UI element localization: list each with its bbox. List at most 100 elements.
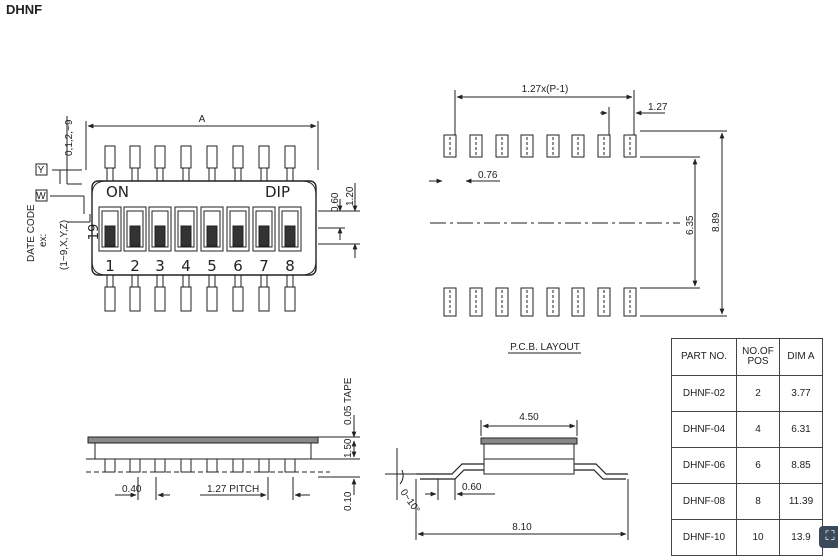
header-part-no: PART NO. [671, 338, 737, 376]
switch-slot [252, 206, 276, 252]
cell-part-no: DHNF-08 [671, 483, 737, 520]
side-leg [180, 458, 192, 473]
dim-120-label: 1.20 [345, 186, 356, 206]
on-label: ON [106, 183, 129, 201]
dim-outer-label: 8.89 [711, 212, 722, 232]
pcb-pad [571, 134, 585, 158]
top-pin [154, 145, 166, 169]
rotated-number: 19 [87, 224, 102, 241]
pcb-pad [443, 134, 457, 158]
side-leg [104, 458, 116, 473]
dim-010-label: 0.10 [343, 491, 354, 511]
top-pin [206, 145, 218, 169]
side-leg [232, 458, 244, 473]
position-number: 3 [155, 257, 165, 275]
cell-no-of-pos: 10 [736, 519, 780, 556]
pcb-labels: 1.27x(P-1) 1.27 0.76 6.35 8.89 P.C.B. LA… [478, 84, 722, 353]
pcb-pad [597, 287, 611, 317]
date-code-line3: (1~9,X,Y,Z) [59, 220, 70, 270]
switch-actuator [180, 225, 192, 247]
date-code-line1: DATE CODE [26, 204, 37, 262]
dim-150-label: 1.50 [343, 438, 354, 458]
cell-part-no: DHNF-10 [671, 519, 737, 556]
cell-no-of-pos: 4 [736, 411, 780, 448]
cell-no-of-pos: 2 [736, 375, 780, 412]
top-pin [284, 145, 296, 169]
top-pin [180, 145, 192, 169]
switch-actuator [154, 225, 166, 247]
position-number: 8 [285, 257, 295, 275]
header-no-of-pos: NO.OF POS [736, 338, 780, 376]
dip-label: DIP [265, 183, 290, 201]
bottom-pin [206, 286, 218, 312]
pcb-pad [443, 287, 457, 317]
header-pos-line1: NO.OF [742, 346, 774, 357]
dim-a-label: A [199, 114, 206, 125]
pcb-pad [469, 287, 483, 317]
switch-actuator [232, 225, 244, 247]
page-title: DHNF [6, 2, 43, 17]
header-pos-line2: POS [747, 356, 769, 367]
pcb-pad [571, 287, 585, 317]
cell-dim-a: 3.77 [779, 375, 823, 412]
cell-part-no: DHNF-02 [671, 375, 737, 412]
pcb-pad [546, 287, 560, 317]
dim-overall-label: 8.10 [512, 522, 532, 533]
pcb-pad [520, 134, 534, 158]
side-view [86, 415, 360, 500]
cell-part-no: DHNF-04 [671, 411, 737, 448]
dim-foot-label: 0.60 [462, 482, 482, 493]
switch-slot [278, 206, 302, 252]
top-pin [104, 145, 116, 169]
switch-actuator [206, 225, 218, 247]
end-view [385, 420, 629, 540]
switch-slot [226, 206, 250, 252]
cell-dim-a: 6.31 [779, 411, 823, 448]
side-leg [154, 458, 166, 473]
pcb-layout [429, 90, 727, 354]
dim-body-label: 4.50 [519, 412, 539, 423]
position-number: 1 [105, 257, 115, 275]
side-leg [258, 458, 270, 473]
dim-pad-width-label: 0.76 [478, 170, 498, 181]
position-number: 6 [233, 257, 243, 275]
position-number: 5 [207, 257, 217, 275]
bottom-pin [232, 286, 244, 312]
pcb-pad [469, 134, 483, 158]
top-view [35, 116, 360, 312]
switch-actuator [284, 225, 296, 247]
top-pin [129, 145, 141, 169]
pcb-pad [520, 287, 534, 317]
dim-angle-label: 0~10° [398, 487, 422, 515]
cell-dim-a: 11.39 [779, 483, 823, 520]
switch-actuator [129, 225, 141, 247]
y-box-label: Y [38, 165, 45, 176]
dim-pitch-label: 1.27 [648, 102, 668, 113]
table-header-row: PART NO. NO.OF POS DIM A [671, 338, 823, 376]
expand-icon[interactable]: ⛶ [819, 526, 838, 548]
dim-040-label: 0.40 [122, 484, 142, 495]
bottom-pin [258, 286, 270, 312]
bottom-pin [284, 286, 296, 312]
pcb-pad [623, 134, 637, 158]
position-number: 2 [130, 257, 140, 275]
pcb-pad [495, 287, 509, 317]
dim-pitch-side-label: 1.27 PITCH [207, 484, 259, 495]
dim-inner-label: 6.35 [685, 215, 696, 235]
dim-pitch-total-label: 1.27x(P-1) [522, 84, 569, 95]
side-leg [206, 458, 218, 473]
pcb-pad [546, 134, 560, 158]
end-view-labels: 4.50 0.60 8.10 0~10° [398, 412, 540, 533]
cell-dim-a: 8.85 [779, 447, 823, 484]
pcb-pad [495, 134, 509, 158]
side-leg [129, 458, 141, 473]
cell-no-of-pos: 6 [736, 447, 780, 484]
header-dim-a: DIM A [779, 338, 823, 376]
